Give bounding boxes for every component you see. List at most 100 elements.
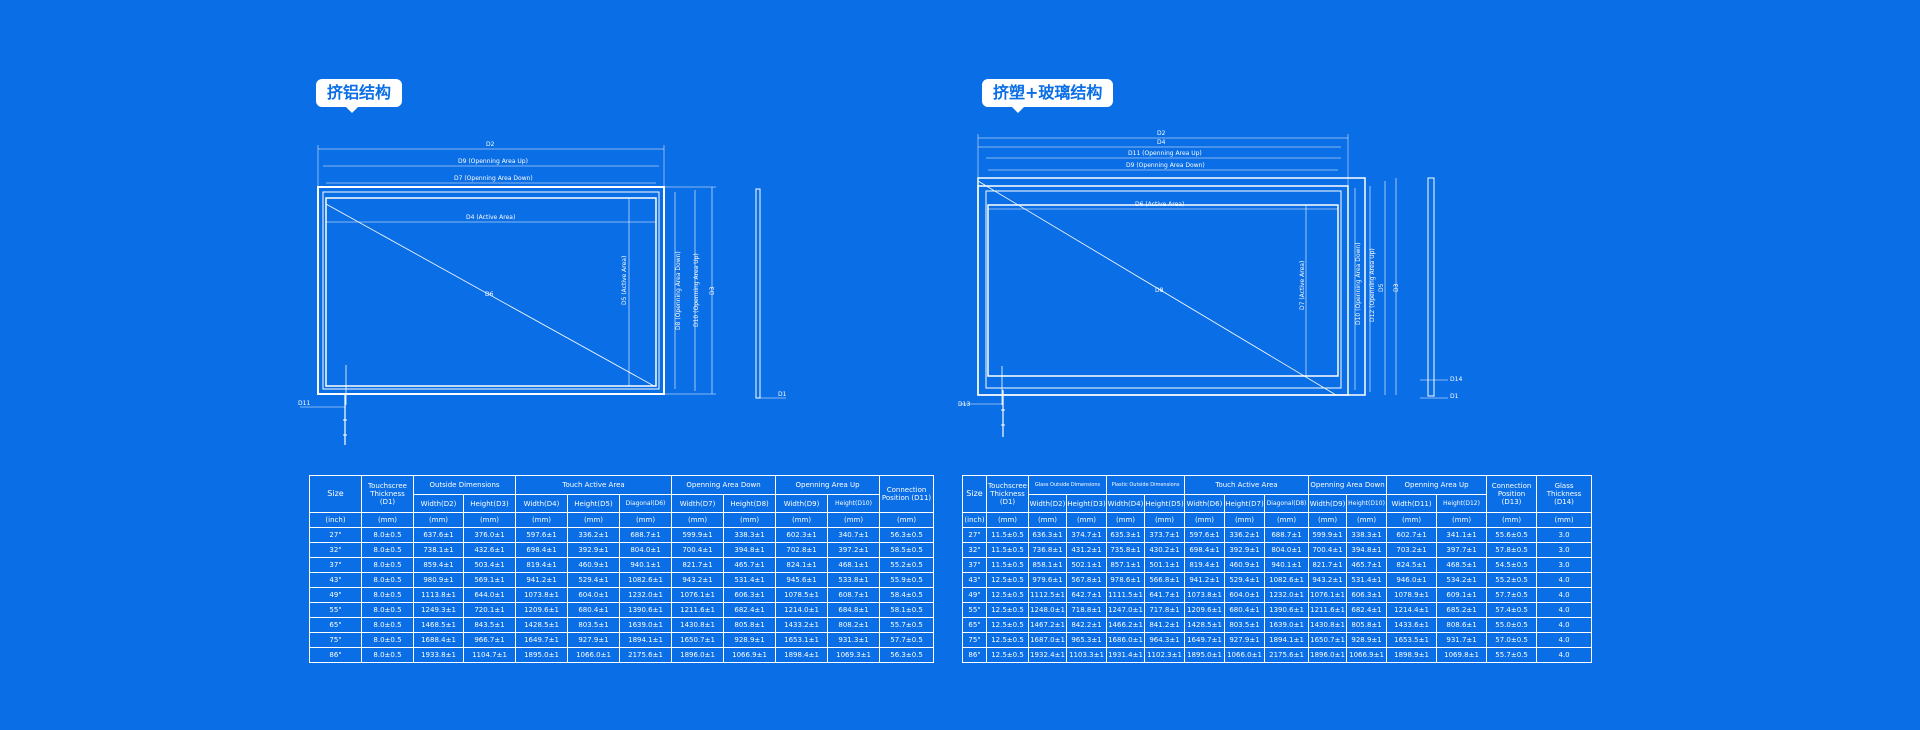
table-cell: 37" [962,557,987,573]
table-cell: 1247.0±1 [1106,602,1145,618]
table-cell: 964.3±1 [1144,632,1185,648]
table-cell: 943.2±1 [1308,572,1348,588]
table-cell: 58.5±0.5 [879,542,935,558]
table-cell: 27" [962,527,987,543]
table-cell: 55.2±0.5 [879,557,935,573]
table-cell: 979.6±1 [1028,572,1067,588]
table-cell: 931.7±1 [1436,632,1488,648]
table-cell: 841.2±1 [1144,617,1185,633]
table-cell: 680.4±1 [1224,602,1265,618]
table-cell: 57.8±0.5 [1486,542,1538,558]
table-cell: 1078.9±1 [1386,587,1438,603]
header-thickness: Touchscree Thickness (D1) [361,475,414,513]
table-cell: 1433.2±1 [775,617,829,633]
unit-cell: (mm) [618,512,673,528]
table-cell: 1896.0±1 [1308,647,1348,663]
table-cell: 804.0±1 [1263,542,1310,558]
table-cell: 8.0±0.5 [361,617,414,633]
unit-cell: (mm) [1066,512,1107,528]
table-cell: 1428.5±1 [1184,617,1225,633]
table-cell: 978.6±1 [1106,572,1145,588]
table-cell: 432.6±1 [463,542,516,558]
label-d4: D4 (Active Area) [466,214,515,221]
table-cell: 685.2±1 [1436,602,1488,618]
table-cell: 805.8±1 [723,617,777,633]
table-cell: 503.4±1 [463,557,516,573]
table-cell: 468.5±1 [1436,557,1488,573]
header-connection-r: Connection Position (D13) [1486,475,1538,513]
table-cell: 608.7±1 [827,587,881,603]
subheader-cell: Height(D10) [1346,494,1388,513]
inner-frame [322,191,660,390]
unit-cell: (mm) [1346,512,1388,528]
table-cell: 75" [962,632,987,648]
table-cell: 49" [962,587,987,603]
title-badge-plastic-glass: 挤塑+玻璃结构 [982,79,1114,113]
table-cell: 965.3±1 [1066,632,1107,648]
table-cell: 340.7±1 [827,527,881,543]
table-cell: 43" [309,572,362,588]
active-area-frame [325,197,657,387]
subheader-cell: Height(D12) [1436,494,1488,513]
table-cell: 1932.4±1 [1028,647,1067,663]
table-cell: 824.5±1 [1386,557,1438,573]
table-cell: 75" [309,632,362,648]
table-cell: 928.9±1 [723,632,777,648]
table-cell: 57.7±0.5 [1486,587,1538,603]
header-touch-r: Touch Active Area [1183,475,1310,495]
table-cell: 700.4±1 [1308,542,1348,558]
table-cell: 1078.5±1 [775,587,829,603]
unit-cell: (mm) [1224,512,1265,528]
table-cell: 819.4±1 [1184,557,1225,573]
subheader-cell: Width(D11) [1386,494,1438,513]
label-d6: D6 [485,291,494,298]
unit-cell: (mm) [879,512,935,528]
table-cell: 736.8±1 [1028,542,1067,558]
table-cell: 1082.6±1 [618,572,673,588]
table-cell: 3.0 [1536,542,1593,558]
outer-frame [317,186,665,395]
table-cell: 700.4±1 [671,542,725,558]
header-glass-thickness: Glass Thickness (D14) [1536,475,1593,513]
unit-cell: (mm) [671,512,725,528]
header-touch: Touch Active Area [514,475,673,495]
table-cell: 8.0±0.5 [361,602,414,618]
subheader-cell: Height(D3) [463,494,516,513]
header-size: Size [309,475,362,513]
unit-cell: (mm) [361,512,414,528]
table-cell: 468.1±1 [827,557,881,573]
table-cell: 57.4±0.5 [1486,602,1538,618]
table-cell: 1249.3±1 [413,602,464,618]
table-cell: 43" [962,572,987,588]
table-cell: 602.7±1 [1386,527,1438,543]
table-cell: 1232.0±1 [618,587,673,603]
table-cell: 1113.8±1 [413,587,464,603]
unit-cell: (mm) [1386,512,1438,528]
table-cell: 1639.0±1 [618,617,673,633]
table-cell: 940.1±1 [618,557,673,573]
table-cell: 680.4±1 [567,602,620,618]
table-cell: 8.0±0.5 [361,527,414,543]
label-d3: D3 [709,286,716,295]
label-d10: D10 (Openning Area Up) [693,253,700,327]
unit-cell: (inch) [962,512,987,528]
table-cell: 1066.0±1 [1224,647,1265,663]
table-cell: 373.7±1 [1144,527,1185,543]
table-cell: 1248.0±1 [1028,602,1067,618]
subheader-cell: Height(D8) [723,494,777,513]
table-cell: 8.0±0.5 [361,542,414,558]
table-cell: 338.3±1 [723,527,777,543]
header-open-up-r: Openning Area Up [1386,475,1488,495]
table-cell: 635.3±1 [1106,527,1145,543]
table-cell: 392.9±1 [1224,542,1265,558]
table-cell: 606.3±1 [723,587,777,603]
table-cell: 821.7±1 [671,557,725,573]
subheader-cell: Height(D5) [1144,494,1185,513]
table-cell: 940.1±1 [1263,557,1310,573]
table-cell: 609.1±1 [1436,587,1488,603]
